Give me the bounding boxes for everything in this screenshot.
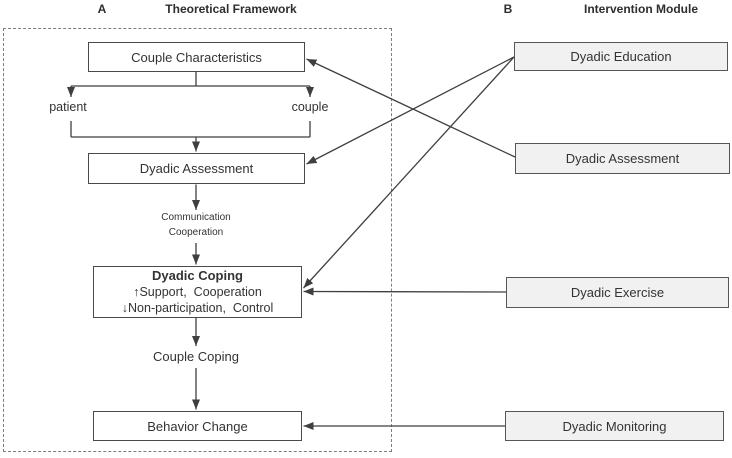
node-dyadic-assessment-intervention-label: Dyadic Assessment [565,151,680,166]
node-dyadic-assessment-theoretical: Dyadic Assessment [88,153,305,184]
label-patient: patient [49,100,87,114]
panel-a-title: Theoretical Framework [165,2,297,16]
node-behavior-change-label: Behavior Change [147,418,248,434]
label-communication: Communication [161,212,231,223]
node-dyadic-coping-line2: ↓Non-participation, Control [121,301,274,316]
node-couple-characteristics-label: Couple Characteristics [131,49,262,65]
node-dyadic-coping-title: Dyadic Coping [151,267,243,283]
panel-b-title: Intervention Module [584,2,698,16]
node-dyadic-coping-line1: ↑Support, Cooperation [133,285,262,300]
node-dyadic-assessment-intervention: Dyadic Assessment [515,143,730,174]
node-behavior-change: Behavior Change [93,411,302,441]
edge-assessment-b-to-characteristics [306,58,516,158]
label-couple-coping: Couple Coping [152,349,239,364]
node-dyadic-education: Dyadic Education [514,42,728,71]
panel-a-label: A [97,2,107,16]
node-dyadic-monitoring: Dyadic Monitoring [505,411,724,441]
node-dyadic-assessment-theoretical-label: Dyadic Assessment [139,161,254,176]
edge-education-to-assessment-a [306,56,515,165]
node-dyadic-education-label: Dyadic Education [570,49,672,64]
label-cooperation: Cooperation [168,226,224,238]
node-couple-characteristics: Couple Characteristics [88,42,305,72]
label-communication-cooperation: Communication Cooperation [146,211,246,240]
node-dyadic-exercise: Dyadic Exercise [506,277,729,308]
panel-b-label: B [503,2,513,16]
edge-exercise-to-coping [303,287,507,296]
node-dyadic-coping: Dyadic Coping ↑Support, Cooperation ↓Non… [93,266,302,318]
edge-education-to-coping [303,56,515,289]
node-dyadic-exercise-label: Dyadic Exercise [570,285,665,300]
node-dyadic-monitoring-label: Dyadic Monitoring [562,418,667,434]
label-couple: couple [291,100,329,114]
theoretical-framework-dashed-frame [3,28,392,452]
